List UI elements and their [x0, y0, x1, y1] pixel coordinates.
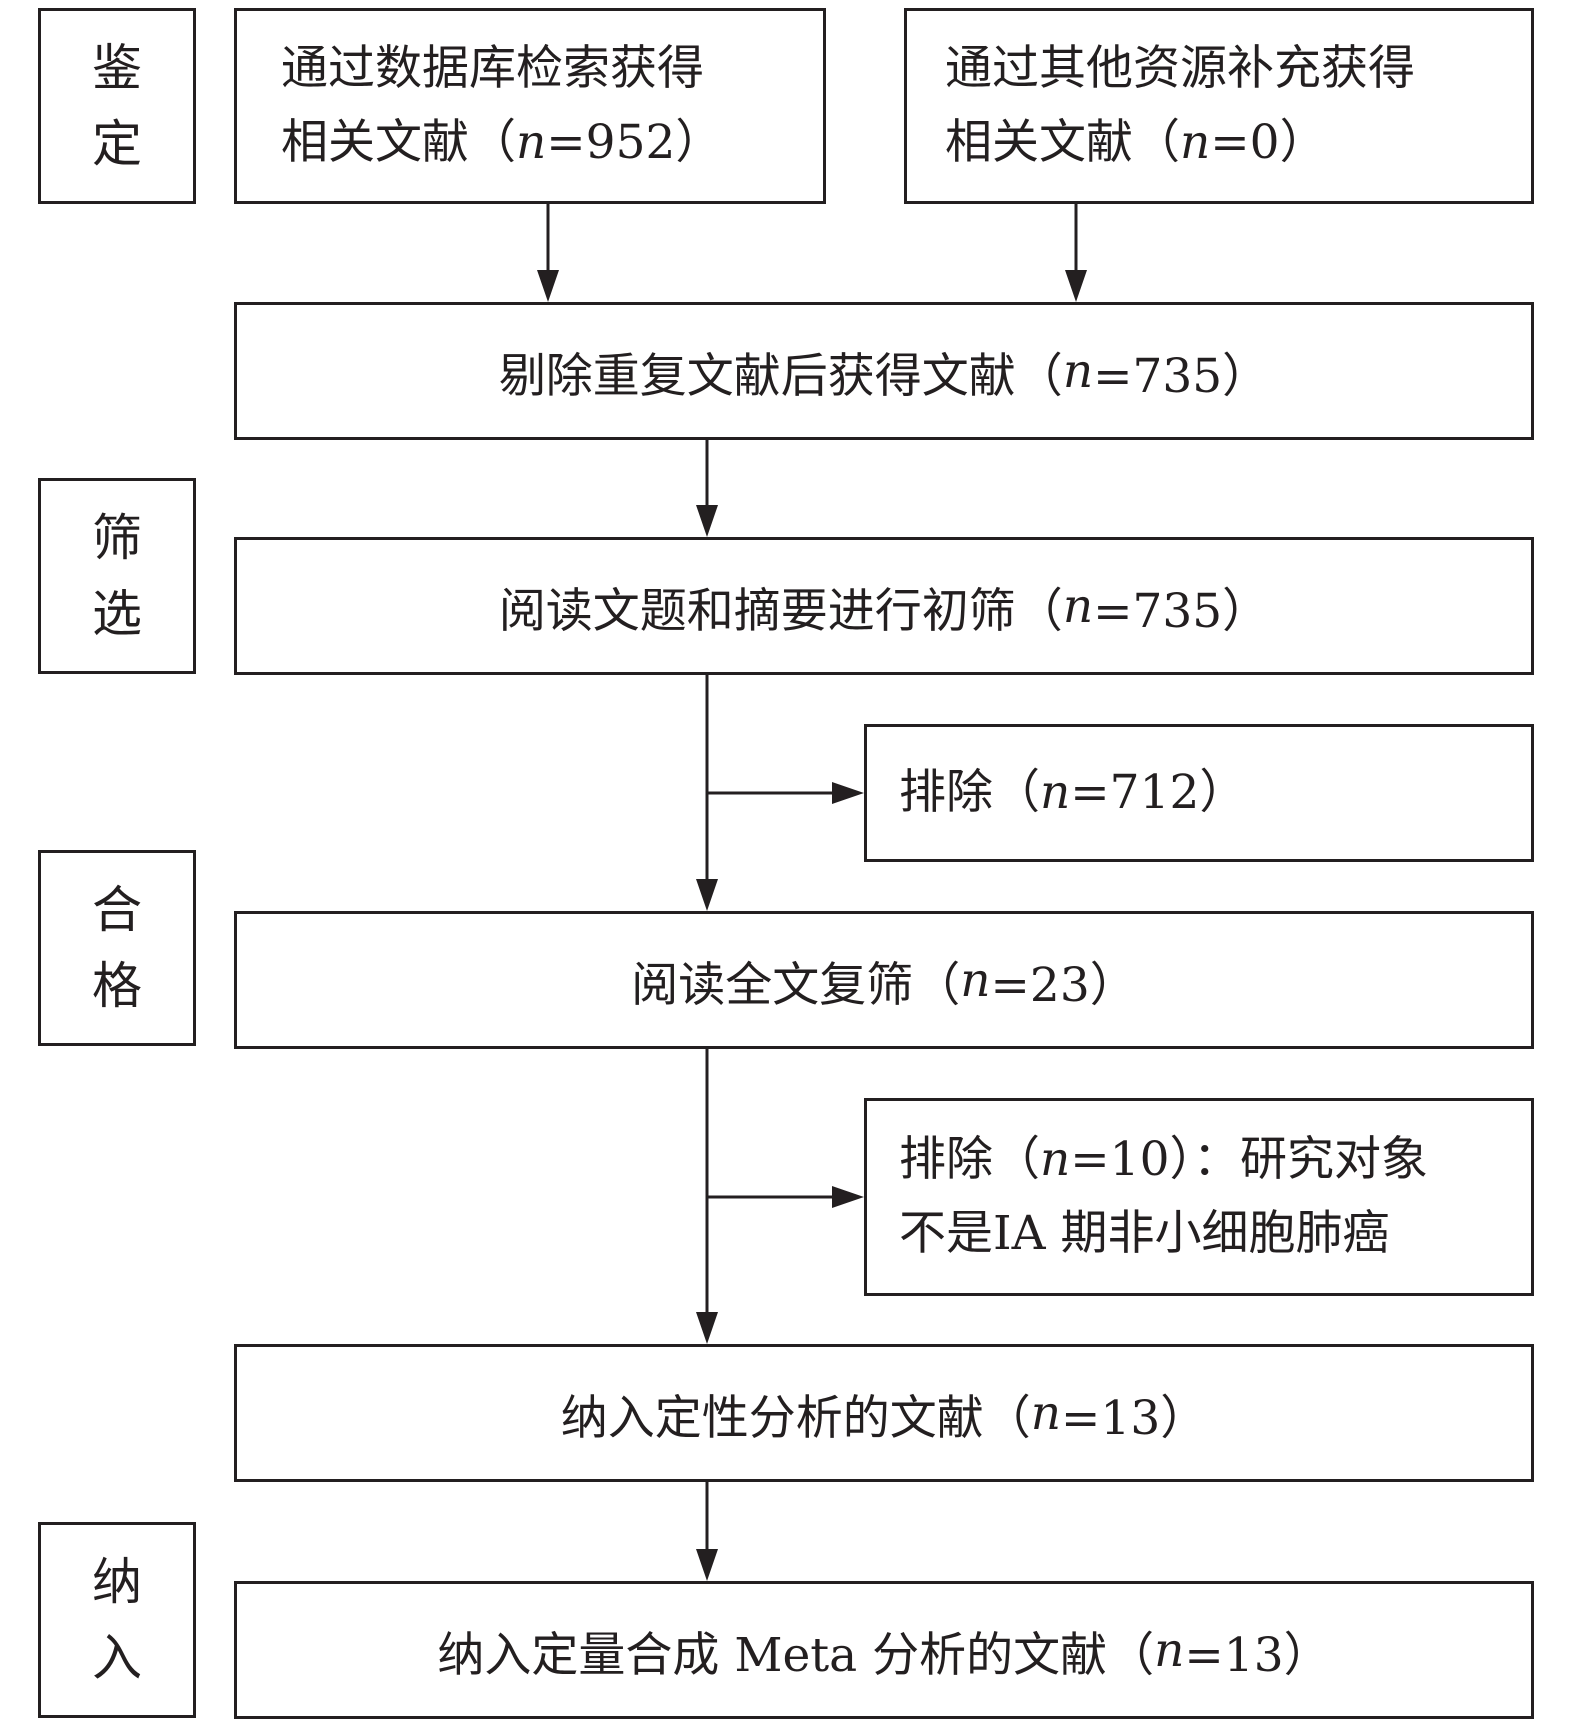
arrowhead — [696, 879, 718, 911]
stage-char: 格 — [92, 957, 142, 1015]
stage-char: 鉴 — [92, 39, 142, 97]
n-value: =712） — [1070, 765, 1247, 820]
box-text: 排除（ — [899, 1132, 1040, 1187]
stage-included: 纳 入 — [38, 1522, 196, 1718]
box-text: 不是ⅠA 期非小细胞肺癌 — [899, 1206, 1390, 1261]
n-label: n — [1040, 1132, 1071, 1187]
full-text-screening-box: 阅读全文复筛（n=23） — [234, 911, 1534, 1049]
box-line: 排除（n=10）：研究对象 — [899, 1123, 1531, 1197]
stage-char: 选 — [92, 585, 142, 643]
stage-eligibility: 合 格 — [38, 850, 196, 1046]
box-line: 相关文献（n=952） — [281, 106, 823, 180]
n-value: =952） — [546, 115, 723, 170]
n-label: n — [516, 115, 547, 170]
box-text: 剔除重复文献后获得文献（ — [498, 348, 1063, 404]
arrowhead — [696, 1312, 718, 1344]
n-value: =10）：研究对象 — [1070, 1132, 1428, 1187]
stage-char: 入 — [92, 1629, 142, 1687]
box-text: 排除（ — [899, 765, 1040, 820]
stage-char: 合 — [92, 881, 142, 939]
box-text: 相关文献（ — [281, 115, 516, 170]
box-line: 相关文献（n=0） — [945, 106, 1531, 180]
n-label: n — [1180, 115, 1211, 170]
qualitative-synthesis-box: 纳入定性分析的文献（n=13） — [234, 1344, 1534, 1482]
stage-identification: 鉴 定 — [38, 8, 196, 204]
stage-char: 筛 — [92, 509, 142, 567]
quantitative-synthesis-box: 纳入定量合成 Meta 分析的文献（n=13） — [234, 1581, 1534, 1719]
stage-screening: 筛 选 — [38, 478, 196, 674]
after-duplicates-box: 剔除重复文献后获得文献（n=735） — [234, 302, 1534, 440]
database-search-box: 通过数据库检索获得 相关文献（n=952） — [234, 8, 826, 204]
excluded-box-2: 排除（n=10）：研究对象 不是ⅠA 期非小细胞肺癌 — [864, 1098, 1534, 1296]
box-text: 相关文献（ — [945, 115, 1180, 170]
n-value: =23） — [990, 957, 1137, 1013]
box-text: 纳入定性分析的文献（ — [560, 1390, 1031, 1446]
n-value: =0） — [1210, 115, 1327, 170]
n-label: n — [1062, 578, 1094, 634]
title-abstract-screening-box: 阅读文题和摘要进行初筛（n=735） — [234, 537, 1534, 675]
box-line: 通过其他资源补充获得 — [945, 32, 1531, 106]
box-text: 通过其他资源补充获得 — [945, 41, 1415, 96]
arrowhead — [696, 1549, 718, 1581]
n-value: =13） — [1061, 1390, 1208, 1446]
n-label: n — [960, 952, 991, 1008]
n-label: n — [1154, 1622, 1185, 1678]
stage-char: 纳 — [92, 1553, 142, 1611]
arrowhead — [537, 270, 559, 302]
arrowhead — [832, 1186, 864, 1208]
arrowhead — [696, 505, 718, 537]
other-sources-box: 通过其他资源补充获得 相关文献（n=0） — [904, 8, 1534, 204]
n-label: n — [1062, 343, 1094, 399]
box-text: 阅读文题和摘要进行初筛（ — [498, 583, 1063, 639]
n-label: n — [1040, 765, 1071, 820]
box-line: 不是ⅠA 期非小细胞肺癌 — [899, 1197, 1531, 1271]
stage-char: 定 — [92, 115, 142, 173]
n-value: =735） — [1093, 348, 1270, 404]
box-text: 通过数据库检索获得 — [281, 41, 704, 96]
n-label: n — [1030, 1385, 1062, 1441]
box-line: 通过数据库检索获得 — [281, 32, 823, 106]
arrowhead — [1065, 270, 1087, 302]
arrowhead — [832, 782, 864, 804]
box-text: 纳入定量合成 Meta 分析的文献（ — [437, 1627, 1155, 1683]
excluded-box-1: 排除（n=712） — [864, 724, 1534, 862]
box-text: 阅读全文复筛（ — [631, 957, 961, 1013]
box-line: 排除（n=712） — [899, 756, 1531, 830]
n-value: =735） — [1093, 583, 1270, 639]
n-value: =13） — [1184, 1627, 1331, 1683]
